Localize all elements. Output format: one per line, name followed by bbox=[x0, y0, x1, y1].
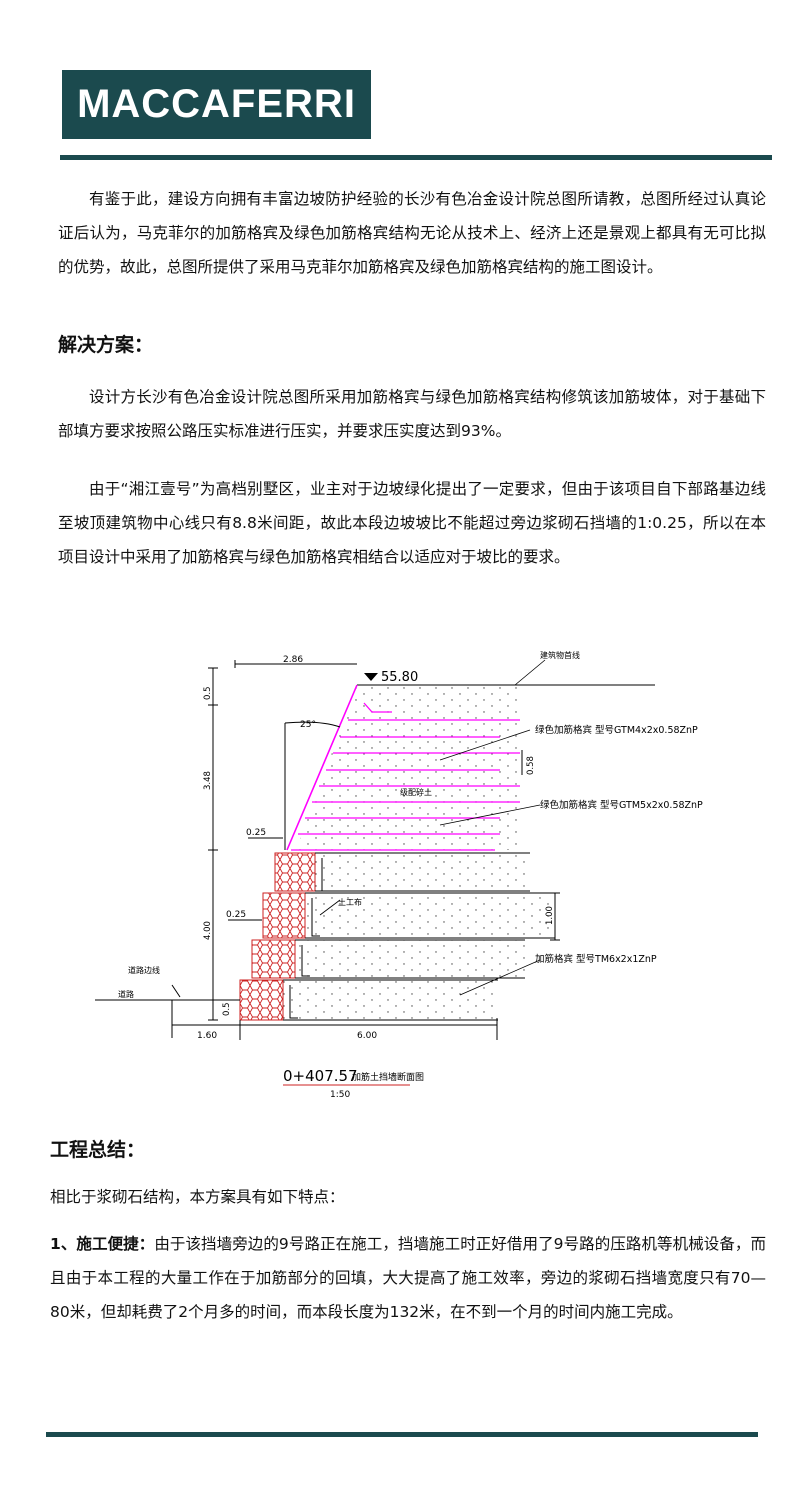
dim-05-bottom: 0.5 bbox=[222, 1002, 232, 1016]
slope-face-line bbox=[286, 684, 358, 851]
header-rule bbox=[60, 155, 772, 160]
gabion-blocks bbox=[239, 852, 316, 1021]
dim-348: 3.48 bbox=[203, 771, 213, 790]
point-1-text: 由于该挡墙旁边的9号路正在施工，挡墙施工时正好借用了9号路的压路机等机械设备，而… bbox=[50, 1235, 766, 1321]
label-geotextile: 土工布 bbox=[338, 897, 362, 907]
caption-scale: 1:50 bbox=[330, 1090, 350, 1100]
label-top-line: 建筑物首线 bbox=[540, 650, 580, 660]
label-gabion: 加筋格宾 型号TM6x2x1ZnP bbox=[535, 953, 657, 965]
label-roadside: 道路边线 bbox=[128, 965, 160, 975]
dim-160: 1.60 bbox=[197, 1031, 217, 1041]
dim-100: 1.00 bbox=[545, 906, 555, 925]
solution-paragraph-1: 设计方长沙有色冶金设计院总图所采用加筋格宾与绿色加筋格宾结构修筑该加筋坡体，对于… bbox=[58, 388, 766, 440]
point-1-label: 1、施工便捷： bbox=[50, 1235, 155, 1253]
label-road: 道路 bbox=[118, 989, 134, 999]
caption-station: 0+407.57 bbox=[283, 1067, 358, 1085]
summary-heading: 工程总结： bbox=[50, 1139, 146, 1161]
summary-point-1: 1、施工便捷：由于该挡墙旁边的9号路正在施工，挡墙施工时正好借用了9号路的压路机… bbox=[50, 1227, 766, 1329]
solution-heading: 解决方案： bbox=[58, 334, 154, 356]
caption-title: 加筋土挡墙断面图 bbox=[352, 1071, 424, 1083]
label-green-gabion-2: 绿色加筋格宾 型号GTM5x2x0.58ZnP bbox=[540, 799, 703, 811]
summary-lead: 相比于浆砌石结构，本方案具有如下特点： bbox=[50, 1188, 345, 1206]
slope-angle: 25° bbox=[300, 720, 316, 730]
dim-05-top: 0.5 bbox=[203, 686, 213, 700]
retaining-wall-section-drawing: 55.80 建筑物首线 绿色加筋格宾 型号GTM4x2x0.58ZnP 绿色加筋… bbox=[95, 650, 703, 1100]
backfill-dots bbox=[283, 685, 555, 1020]
label-green-gabion-1: 绿色加筋格宾 型号GTM4x2x0.58ZnP bbox=[535, 724, 698, 736]
dim-400: 4.00 bbox=[203, 921, 213, 940]
footer-rule bbox=[46, 1432, 758, 1437]
dim-058: 0.58 bbox=[526, 756, 536, 775]
intro-paragraph: 有鉴于此，建设方向拥有丰富边坡防护经验的长沙有色冶金设计院总图所请教，总图所经过… bbox=[58, 190, 766, 276]
dim-025-a: 0.25 bbox=[246, 828, 266, 838]
dim-600: 6.00 bbox=[357, 1031, 377, 1041]
label-backfill: 级配碎土 bbox=[400, 787, 432, 797]
maccaferri-logo: MACCAFERRI bbox=[62, 70, 371, 139]
elevation-label: 55.80 bbox=[381, 670, 418, 685]
solution-paragraph-2: 由于“湘江壹号”为高档别墅区，业主对于边坡绿化提出了一定要求，但由于该项目自下部… bbox=[58, 480, 766, 566]
dim-025-b: 0.25 bbox=[226, 910, 246, 920]
dim-top: 2.86 bbox=[283, 655, 303, 665]
elevation-marker-icon bbox=[364, 673, 378, 681]
green-gabion-reinforcement bbox=[291, 719, 520, 851]
